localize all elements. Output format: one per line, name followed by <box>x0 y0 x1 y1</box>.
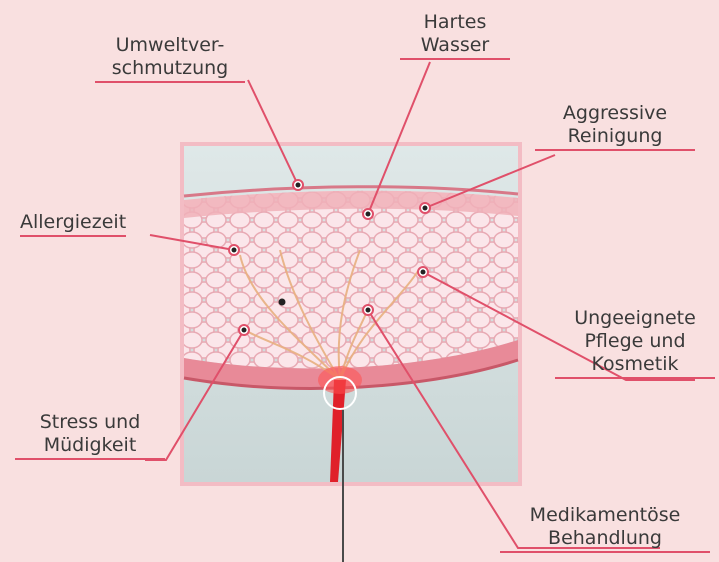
label-medikament-line1: Medikamentöse <box>500 504 710 527</box>
marker-reinigung-icon <box>420 203 430 213</box>
label-pflege-line1: Ungeeignete <box>555 307 715 330</box>
marker-medikament-icon <box>363 305 373 315</box>
label-allergiezeit: Allergiezeit <box>20 211 126 237</box>
label-pflege-line2: Pflege und <box>555 330 715 353</box>
label-umwelt-line1: Umweltver- <box>95 34 245 57</box>
label-stress-line2: Müdigkeit <box>15 434 165 460</box>
marker-pflege-icon <box>418 267 428 277</box>
label-pflege-line3: Kosmetik <box>555 353 715 379</box>
skin-illustration <box>180 142 522 486</box>
label-reinigung-line2: Reinigung <box>535 125 695 151</box>
label-wasser-line2: Wasser <box>400 34 510 60</box>
marker-stress-icon <box>239 325 249 335</box>
label-stress-line1: Stress und <box>15 411 165 434</box>
marker-allergie-icon <box>229 245 239 255</box>
label-allergie-line1: Allergiezeit <box>20 211 126 237</box>
marker-wasser-icon <box>363 209 373 219</box>
label-medikament-line2: Behandlung <box>500 527 710 553</box>
label-ungeeignete-pflege: Ungeeignete Pflege und Kosmetik <box>555 307 715 379</box>
label-reinigung-line1: Aggressive <box>535 102 695 125</box>
label-umweltverschmutzung: Umweltver- schmutzung <box>95 34 245 83</box>
label-wasser-line1: Hartes <box>400 11 510 34</box>
label-umwelt-line2: schmutzung <box>95 57 245 83</box>
label-medikamentoese-behandlung: Medikamentöse Behandlung <box>500 504 710 553</box>
label-stress-muedigkeit: Stress und Müdigkeit <box>15 411 165 460</box>
label-hartes-wasser: Hartes Wasser <box>400 11 510 60</box>
marker-extra-icon <box>279 299 286 306</box>
marker-umwelt-icon <box>293 180 303 190</box>
label-aggressive-reinigung: Aggressive Reinigung <box>535 102 695 151</box>
